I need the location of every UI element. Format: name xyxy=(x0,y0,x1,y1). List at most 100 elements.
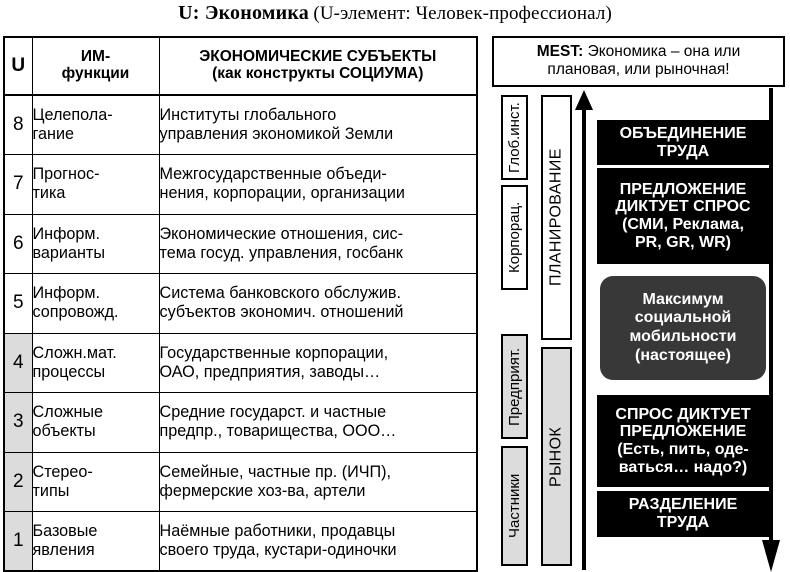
cell-u-level: 6 xyxy=(3,213,33,274)
cell-u-level: 1 xyxy=(3,511,33,572)
cell-economic-subject-line1: Система банковского обслужив. xyxy=(159,284,402,303)
column-header-functions-line1: ИМ- xyxy=(80,48,111,66)
box-maksimum-socialnoy-mobilnosti: Максимум социальной мобильности (настоящ… xyxy=(600,276,766,380)
cell-im-function: Прогнос-тика xyxy=(31,154,160,215)
mest-label: MEST: xyxy=(536,43,584,60)
cell-im-function-line2: процессы xyxy=(32,362,106,381)
cell-im-function-line1: Информ. xyxy=(32,224,101,243)
cell-im-function-line1: Стерео- xyxy=(32,462,93,481)
box-spros-diktuet-predlozhenie: СПРОС ДИКТУЕТ ПРЕДЛОЖЕНИЕ (Есть, пить, о… xyxy=(597,395,769,487)
box-spros-line3: (Есть, пить, оде- xyxy=(617,441,749,458)
cell-u-level: 8 xyxy=(3,94,33,155)
page-title: U: Экономика (U-элемент: Человек-професс… xyxy=(0,2,790,32)
cell-im-function: Информ.варианты xyxy=(31,213,160,274)
box-spros-line1: СПРОС ДИКТУЕТ xyxy=(615,405,751,423)
column-header-subjects-line2: (как конструкты СОЦИУМА) xyxy=(212,65,424,82)
vertical-label-glob-inst: Глоб.инст. xyxy=(501,95,528,180)
box-objedinenie-line2: ТРУДА xyxy=(656,142,710,160)
box-maksimum-line3: мобильности xyxy=(629,328,737,345)
box-predlozhenie-line1: ПРЕДЛОЖЕНИЕ xyxy=(619,180,747,198)
cell-economic-subject-line2: ОАО, предприятия, заводы… xyxy=(159,362,381,381)
box-razdelenie-truda: РАЗДЕЛЕНИЕ ТРУДА xyxy=(597,491,769,537)
cell-economic-subject: Государственные корпорации,ОАО, предприя… xyxy=(158,332,478,393)
cell-economic-subject: Экономические отношения, сис-тема госуд.… xyxy=(158,213,478,274)
cell-economic-subject-line2: тема госуд. управления, госбанк xyxy=(159,243,403,262)
box-maksimum-line2: социальной xyxy=(634,309,732,327)
cell-im-function-line2: объекты xyxy=(32,422,96,441)
cell-economic-subject-line2: нения, корпорации, организации xyxy=(159,184,405,203)
cell-u-level: 3 xyxy=(3,392,33,453)
cell-economic-subject-line1: Институты глобального xyxy=(159,105,337,124)
vertical-label-rynok: РЫНОК xyxy=(541,347,572,566)
cell-im-function: Информ.сопровожд. xyxy=(31,273,160,334)
cell-economic-subject-line2: своего труда, кустари-одиночки xyxy=(159,541,397,559)
cell-economic-subject-line1: Государственные корпорации, xyxy=(159,343,389,362)
cell-economic-subject-line1: Семейные, частные пр. (ИЧП), xyxy=(159,462,392,481)
page-title-regular: (U-элемент: Человек-профессионал) xyxy=(313,3,612,24)
page-title-bold: U: Экономика xyxy=(178,2,309,24)
down-arrow-icon xyxy=(762,88,780,572)
cell-im-function-line2: типы xyxy=(32,481,70,500)
cell-economic-subject-line1: Межгосударственные объеди- xyxy=(159,165,387,184)
mest-header-text1: Экономика – она или xyxy=(583,43,741,60)
cell-u-level: 4 xyxy=(3,332,33,393)
box-objedinenie-truda: ОБЪЕДИНЕНИЕ ТРУДА xyxy=(597,120,769,165)
box-predlozhenie-diktuet-spros: ПРЕДЛОЖЕНИЕ ДИКТУЕТ СПРОС (СМИ, Реклама,… xyxy=(597,168,769,264)
cell-im-function-line2: явления xyxy=(32,541,95,559)
cell-economic-subject-line1: Наёмные работники, продавцы xyxy=(159,521,396,540)
vertical-label-chastniki: Частники xyxy=(501,446,528,566)
mest-header-line1: MEST: Экономика – она или xyxy=(494,43,783,61)
box-objedinenie-line1: ОБЪЕДИНЕНИЕ xyxy=(619,124,747,142)
cell-im-function-line1: Прогнос- xyxy=(32,165,100,184)
cell-economic-subject-line1: Экономические отношения, сис- xyxy=(159,224,404,243)
cell-economic-subject: Система банковского обслужив.субъектов э… xyxy=(158,273,478,334)
cell-economic-subject-line2: управления экономикой Земли xyxy=(159,125,394,143)
column-header-u: U xyxy=(3,36,33,96)
cell-im-function-line2: гание xyxy=(32,125,75,143)
cell-im-function-line2: тика xyxy=(32,184,66,203)
box-razdelenie-line1: РАЗДЕЛЕНИЕ xyxy=(628,496,738,514)
box-spros-line4: ваться… надо?) xyxy=(618,458,748,476)
cell-im-function-line1: Информ. xyxy=(32,284,101,303)
cell-im-function: Стерео-типы xyxy=(31,451,160,512)
box-maksimum-line1: Максимум xyxy=(642,290,724,308)
up-arrow-icon xyxy=(575,90,593,570)
vertical-label-planirovanie: ПЛАНИРОВАНИЕ xyxy=(541,95,572,340)
cell-economic-subject-line2: предпр., товарищества, ООО… xyxy=(159,422,397,441)
cell-economic-subject-line2: субъектов экономич. отношений xyxy=(159,303,404,322)
table-header-row: U ИМ- функции ЭКОНОМИЧЕСКИЕ СУБЪЕКТЫ (ка… xyxy=(3,36,478,96)
cell-economic-subject-line2: фермерские хоз-ва, артели xyxy=(159,481,366,500)
vertical-label-predpriyat: Предприят. xyxy=(501,334,528,439)
cell-u-level: 7 xyxy=(3,154,33,215)
box-predlozhenie-line4: PR, GR, WR) xyxy=(635,233,731,251)
mest-header-line2: плановая, или рыночная! xyxy=(547,60,730,78)
cell-im-function-line2: сопровожд. xyxy=(32,303,119,322)
column-header-functions: ИМ- функции xyxy=(31,36,160,96)
cell-im-function-line1: Сложн.мат. xyxy=(32,343,117,362)
box-maksimum-line4: (настоящее) xyxy=(635,346,731,364)
cell-economic-subject: Межгосударственные объеди-нения, корпора… xyxy=(158,154,478,215)
box-predlozhenie-line2: ДИКТУЕТ СПРОС xyxy=(615,198,751,216)
vertical-label-korporac: Корпорац. xyxy=(501,185,528,290)
column-header-functions-line2: функции xyxy=(61,65,130,82)
cell-u-level: 2 xyxy=(3,451,33,512)
mest-header: MEST: Экономика – она или плановая, или … xyxy=(492,36,785,87)
cell-u-level: 5 xyxy=(3,273,33,334)
column-header-subjects-line1: ЭКОНОМИЧЕСКИЕ СУБЪЕКТЫ xyxy=(199,48,437,66)
cell-im-function-line1: Базовые xyxy=(32,521,98,540)
economy-matrix-table: U ИМ- функции ЭКОНОМИЧЕСКИЕ СУБЪЕКТЫ (ка… xyxy=(3,36,478,572)
cell-im-function-line1: Целепола- xyxy=(32,105,113,124)
cell-im-function: Сложн.мат.процессы xyxy=(31,332,160,393)
cell-im-function-line1: Сложные xyxy=(32,403,104,422)
box-spros-line2: ПРЕДЛОЖЕНИЕ xyxy=(619,423,747,441)
